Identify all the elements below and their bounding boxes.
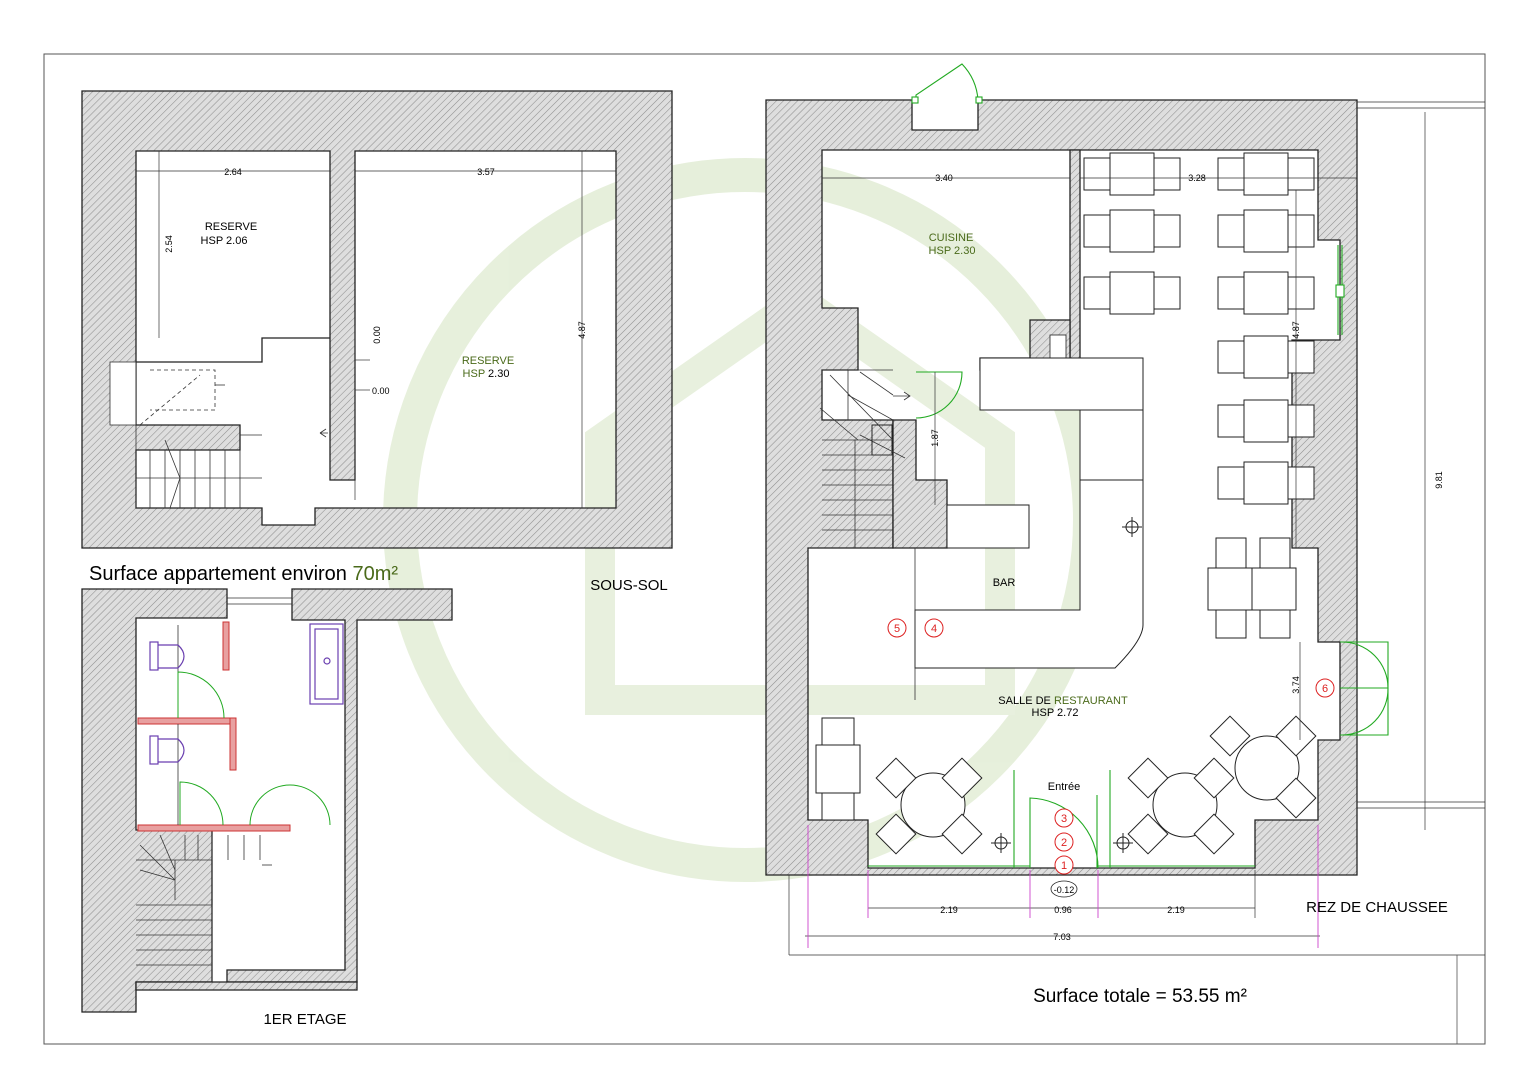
wc-fixture-2 — [149, 735, 185, 765]
marker-2: 2 — [1061, 837, 1067, 849]
sous-sol-stair — [109, 361, 262, 509]
reserve1-hsp: HSP 2.06 — [201, 235, 248, 247]
dim-stair-h: 1.87 — [930, 429, 940, 447]
level-value: -0.12 — [1054, 885, 1075, 895]
marker-3: 3 — [1061, 813, 1067, 825]
marker-6: 6 — [1322, 683, 1328, 695]
dim-side-h: 3.74 — [1291, 676, 1301, 694]
rdc-magenta-guides — [807, 825, 1319, 948]
premier-wall-bottom — [135, 981, 358, 991]
dim-front-c: 2.19 — [1167, 905, 1185, 915]
dim-salle-h: 4.87 — [1291, 321, 1301, 339]
premier-etage-plan — [81, 588, 453, 1013]
rdc-dimensions — [788, 101, 1485, 956]
dim-front-a: 2.19 — [940, 905, 958, 915]
reserve2-name: RESERVE — [462, 355, 514, 367]
cuisine-hsp: HSP 2.30 — [929, 245, 976, 257]
premier-doors — [177, 671, 331, 826]
wc-fixture-1 — [149, 641, 185, 671]
dim-front-total: 7.03 — [1053, 932, 1071, 942]
sous-sol-dimensions — [136, 151, 616, 508]
marker-1: 1 — [1061, 860, 1067, 872]
surface-totale: Surface totale = 53.55 m² — [1033, 986, 1247, 1007]
surface-appartement: Surface appartement environ 70m² — [89, 563, 398, 585]
cuisine-name: CUISINE — [929, 232, 974, 244]
dim-h1: 2.54 — [164, 235, 174, 253]
bar-label: BAR — [993, 577, 1016, 589]
dim-z1: 0.00 — [372, 326, 382, 344]
marker-5: 5 — [894, 623, 900, 635]
dim-z2: 0.00 — [372, 386, 390, 396]
level-marker — [1050, 880, 1078, 898]
bar-counter — [914, 357, 1144, 700]
marker-4: 4 — [931, 623, 937, 635]
dim-h2: 4.87 — [577, 321, 587, 339]
premier-title: 1ER ETAGE — [263, 1011, 346, 1028]
round-tables — [875, 715, 1317, 855]
entree-label: Entrée — [1048, 781, 1080, 793]
sous-sol-plan — [81, 90, 673, 549]
dim-w1: 2.64 — [224, 167, 242, 177]
rdc-stair — [819, 369, 911, 548]
rdc-doors — [868, 63, 1389, 869]
sheet-frame — [43, 53, 1486, 1045]
dim-total-h: 9.81 — [1434, 471, 1444, 489]
salle-hsp: HSP 2.72 — [1032, 707, 1079, 719]
sous-sol-title: SOUS-SOL — [590, 577, 668, 594]
rdc-markers — [887, 618, 1335, 875]
rdc-title: REZ DE CHAUSSEE — [1306, 899, 1448, 916]
light-fixtures — [991, 517, 1142, 853]
dining-tables — [815, 152, 1315, 821]
reserve1-name: RESERVE — [205, 221, 257, 233]
shower-fixture — [309, 623, 344, 705]
reserve2-hsp: HSP 2.30 — [463, 368, 510, 380]
dim-cuisine-w: 3.40 — [935, 173, 953, 183]
cuisine-partition — [1069, 149, 1081, 371]
premier-stair — [136, 834, 272, 982]
sous-sol-walls — [81, 90, 673, 549]
rdc-plan — [765, 63, 1485, 956]
salle-name: SALLE DE RESTAURANT — [998, 695, 1128, 707]
premier-walls — [81, 588, 228, 1013]
dim-front-b: 0.96 — [1054, 905, 1072, 915]
dim-salle-w: 3.28 — [1188, 173, 1206, 183]
rdc-stair-walls — [892, 419, 948, 549]
dim-w2: 3.57 — [477, 167, 495, 177]
